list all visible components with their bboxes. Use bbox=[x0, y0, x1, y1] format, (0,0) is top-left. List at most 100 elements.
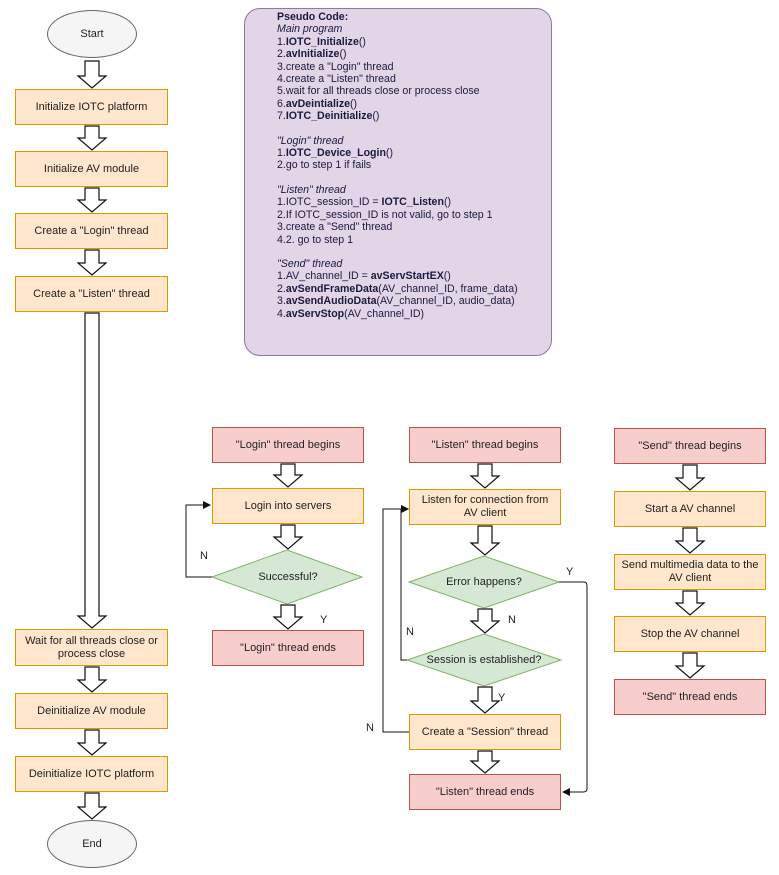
login-thread-begins: "Login" thread begins bbox=[212, 427, 364, 463]
login-no-label: N bbox=[200, 550, 208, 562]
send-thread-ends: "Send" thread ends bbox=[614, 679, 766, 715]
pseudo-login-label: "Login" thread bbox=[277, 134, 344, 147]
step-deinitialize-av: Deinitialize AV module bbox=[15, 693, 168, 729]
arrow-listen-begin-to-step bbox=[469, 463, 501, 489]
pseudo-listen-num: 2. bbox=[277, 208, 286, 221]
pseudo-main-rest: () bbox=[358, 35, 366, 48]
session-yes-label: Y bbox=[498, 692, 506, 704]
send-multimedia-data: Send multimedia data to the AV client bbox=[614, 554, 766, 590]
pseudo-send-rest: (AV_channel_ID, audio_data) bbox=[376, 295, 515, 308]
create-session-no-label: N bbox=[366, 722, 374, 734]
pseudo-main-rest: () bbox=[339, 48, 347, 61]
pseudo-listen-line: 4.2. go to step 1 bbox=[277, 234, 541, 246]
pseudo-main-line: 6.avDeintialize() bbox=[277, 98, 541, 110]
block-arrows bbox=[76, 60, 706, 820]
pseudo-send-num: 4. bbox=[277, 307, 286, 320]
pseudo-listen-bold: IOTC_Listen bbox=[381, 196, 444, 209]
send-thread-begins: "Send" thread begins bbox=[614, 428, 766, 464]
pseudo-main-line: 3.create a "Login" thread bbox=[277, 61, 541, 73]
arrow-deinit-iotc-to-end bbox=[76, 792, 108, 820]
start-av-channel: Start a AV channel bbox=[614, 491, 766, 527]
arrow-listen-to-wait bbox=[76, 312, 108, 629]
pseudo-main-num: 7. bbox=[277, 110, 286, 123]
pseudo-listen-pre: IOTC_session_ID = bbox=[285, 196, 382, 209]
listen-thread-ends: "Listen" thread ends bbox=[409, 774, 561, 810]
pseudo-main-line: 4.create a "Listen" thread bbox=[277, 73, 541, 85]
step-create-login-thread: Create a "Login" thread bbox=[15, 213, 168, 249]
arrow-login-begin-to-step bbox=[272, 463, 304, 488]
step-create-listen-thread: Create a "Listen" thread bbox=[15, 276, 168, 312]
step-wait-threads: Wait for all threads close or process cl… bbox=[15, 629, 168, 666]
pseudo-send-rest: (AV_channel_ID) bbox=[344, 307, 425, 320]
error-yes-connector bbox=[559, 581, 588, 796]
step-deinitialize-iotc: Deinitialize IOTC platform bbox=[15, 756, 168, 792]
arrow-deinit-av-to-deinit-iotc bbox=[76, 729, 108, 756]
arrow-stop-to-end bbox=[674, 652, 706, 679]
pseudo-main-label: Main program bbox=[277, 23, 343, 36]
pseudo-login-rest: () bbox=[385, 147, 393, 160]
pseudo-main-bold: IOTC_Deinitialize bbox=[285, 110, 373, 123]
arrow-start-to-send-data bbox=[674, 527, 706, 554]
create-session-loop-connector bbox=[382, 505, 409, 733]
pseudo-code-panel: Pseudo Code: Main program 1.IOTC_Initial… bbox=[244, 8, 552, 356]
arrow-send-begin-to-start bbox=[674, 464, 706, 491]
pseudo-send-bold: avServStop bbox=[285, 307, 345, 320]
pseudo-login-bold: IOTC_Device_Login bbox=[285, 147, 386, 160]
pseudo-login-line: 2.go to step 1 if fails bbox=[277, 159, 541, 171]
pseudo-main-rest: () bbox=[350, 97, 358, 110]
pseudo-send-line: 3.avSendAudioData(AV_channel_ID, audio_d… bbox=[277, 295, 541, 307]
pseudo-send-bold: avServStartEX bbox=[370, 270, 444, 283]
pseudo-main-rest: create a "Login" thread bbox=[285, 60, 394, 73]
pseudo-main-num: 3. bbox=[277, 60, 286, 73]
pseudo-listen-line: 1.IOTC_session_ID = IOTC_Listen() bbox=[277, 196, 541, 208]
pseudo-send-pre: AV_channel_ID = bbox=[285, 270, 371, 283]
pseudo-send-num: 2. bbox=[277, 282, 286, 295]
error-no-label: N bbox=[508, 614, 516, 626]
listen-thread-begins: "Listen" thread begins bbox=[409, 427, 561, 463]
pseudo-login-num: 2. bbox=[277, 159, 286, 172]
pseudo-send-num: 1. bbox=[277, 270, 286, 283]
pseudo-main-num: 6. bbox=[277, 97, 286, 110]
pseudo-title: Pseudo Code: bbox=[277, 11, 349, 23]
listen-for-connection: Listen for connection from AV client bbox=[409, 489, 561, 525]
create-session-thread: Create a "Session" thread bbox=[409, 714, 561, 750]
pseudo-listen-rest: create a "Send" thread bbox=[285, 221, 393, 234]
pseudo-main-bold: IOTC_Initialize bbox=[285, 35, 359, 48]
pseudo-listen-line: 2.If IOTC_session_ID is not valid, go to… bbox=[277, 209, 541, 221]
arrow-login-decision-to-end bbox=[272, 604, 304, 630]
step-initialize-iotc: Initialize IOTC platform bbox=[15, 89, 168, 125]
pseudo-send-line: 1.AV_channel_ID = avServStartEX() bbox=[277, 270, 541, 282]
arrow-listen-step-to-error bbox=[469, 525, 501, 556]
end-terminator: End bbox=[47, 820, 137, 868]
arrow-login-step-to-decision bbox=[272, 524, 304, 550]
pseudo-main-line: 5.wait for all threads close or process … bbox=[277, 85, 541, 97]
arrow-init-av-to-login bbox=[76, 187, 108, 213]
pseudo-main-rest: create a "Listen" thread bbox=[285, 73, 396, 86]
pseudo-send-line: 2.avSendFrameData(AV_channel_ID, frame_d… bbox=[277, 283, 541, 295]
pseudo-main-line: 7.IOTC_Deinitialize() bbox=[277, 110, 541, 122]
error-yes-label: Y bbox=[566, 566, 574, 578]
pseudo-send-bold: avSendAudioData bbox=[285, 295, 377, 308]
stop-av-channel: Stop the AV channel bbox=[614, 616, 766, 652]
error-decision-label: Error happens? bbox=[446, 575, 522, 588]
listen-decision-error-diamond bbox=[407, 555, 561, 609]
login-yes-label: Y bbox=[320, 614, 328, 626]
arrow-wait-to-deinit-av bbox=[76, 666, 108, 693]
start-terminator: Start bbox=[47, 10, 137, 58]
pseudo-send-label: "Send" thread bbox=[277, 257, 343, 270]
login-thread-ends: "Login" thread ends bbox=[212, 630, 364, 666]
pseudo-main-num: 5. bbox=[277, 85, 286, 98]
arrow-error-to-session bbox=[469, 608, 501, 634]
pseudo-login-rest: go to step 1 if fails bbox=[285, 159, 372, 172]
login-decision-diamond bbox=[210, 549, 364, 605]
pseudo-main-rest: wait for all threads close or process cl… bbox=[285, 85, 480, 98]
pseudo-send-rest: () bbox=[443, 270, 451, 283]
pseudo-main-num: 1. bbox=[277, 35, 286, 48]
pseudo-listen-rest: 2. go to step 1 bbox=[285, 233, 353, 246]
pseudo-listen-num: 4. bbox=[277, 233, 286, 246]
pseudo-login-line: 1.IOTC_Device_Login() bbox=[277, 147, 541, 159]
arrow-start-to-init-iotc bbox=[76, 60, 108, 89]
session-no-label: N bbox=[406, 626, 414, 638]
arrow-session-to-create bbox=[469, 686, 501, 714]
